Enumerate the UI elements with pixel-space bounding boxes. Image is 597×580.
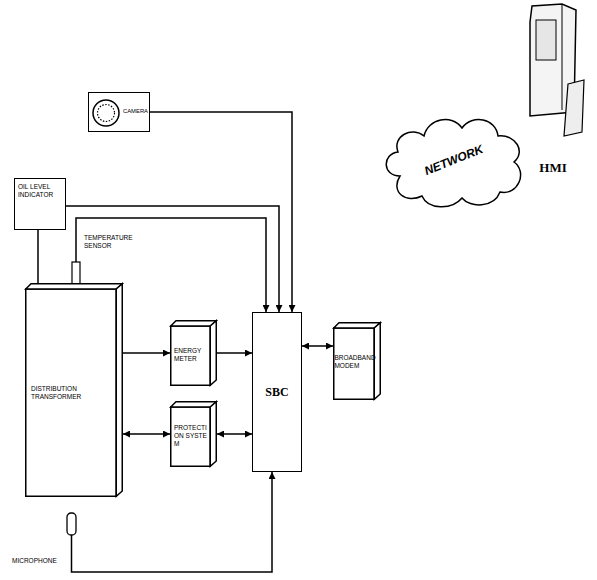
node-label: MICROPHONE: [12, 557, 57, 565]
node-label: BROADBAND MODEM: [334, 354, 375, 370]
connector: [123, 352, 170, 354]
connector: [37, 230, 39, 287]
microphone: MICROPHONE: [10, 512, 84, 568]
network-cloud: NETWORK: [378, 106, 530, 214]
protection-system-box: PROTECTION SYSTEM: [170, 401, 217, 467]
oil-level-indicator-box: OIL LEVEL INDICATOR: [14, 178, 66, 230]
camera-box: CAMERA: [88, 92, 150, 132]
sbc-box: SBC: [252, 312, 302, 472]
hmi-drawing: [518, 2, 588, 180]
node-label: CAMERA: [123, 108, 148, 115]
node-label: ENERGY METER: [174, 347, 209, 363]
connector: [302, 345, 333, 347]
connector: [217, 352, 252, 354]
node-label: PROTECTION SYSTEM: [174, 424, 209, 448]
modem-box: BROADBAND MODEM: [333, 322, 381, 400]
connector: [123, 433, 170, 435]
node-label: OIL LEVEL INDICATOR: [18, 183, 62, 199]
hmi-computer: HMI: [518, 2, 588, 180]
connector: [217, 433, 252, 435]
connector: [150, 112, 292, 312]
transformer-box: DISTRIBUTION TRANSFORMER: [25, 283, 123, 497]
node-label: SBC: [265, 385, 288, 400]
node-label: TEMPERATURE SENSOR: [84, 234, 142, 250]
node-label: HMI: [539, 160, 566, 176]
box3d-drawing: [333, 322, 381, 400]
energy-meter-box: ENERGY METER: [170, 320, 217, 386]
node-label: DISTRIBUTION TRANSFORMER: [31, 385, 109, 401]
